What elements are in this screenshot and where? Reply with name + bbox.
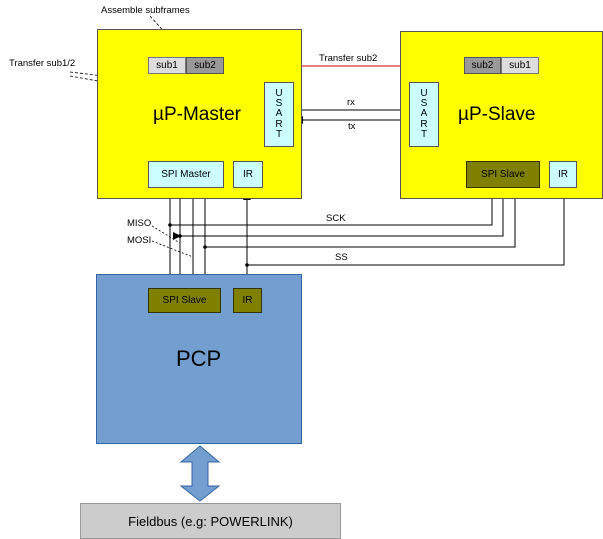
master-usart: U S A R T <box>264 82 294 147</box>
master-sub2: sub2 <box>186 57 224 74</box>
pcp-spi-slave: SPI Slave <box>148 288 221 313</box>
ss-label: SS <box>335 252 348 263</box>
tx-label: tx <box>348 121 356 132</box>
mosi-label: MOSI <box>127 235 152 246</box>
pcp-ir: IR <box>233 288 262 313</box>
assemble-label: Assemble subframes <box>101 5 190 16</box>
slave-sub2: sub2 <box>464 57 501 74</box>
slave-title: µP-Slave <box>458 104 536 125</box>
mosi-pointer <box>151 240 194 258</box>
mosi-wire <box>205 189 519 248</box>
master-sub1: sub1 <box>148 57 186 74</box>
transfer-sub2-label: Transfer sub2 <box>319 53 378 64</box>
slave-spi-slave: SPI Slave <box>466 161 540 188</box>
master-title: µP-Master <box>153 104 242 125</box>
pcp-fieldbus-double-arrow <box>179 445 221 502</box>
slave-usart: U S A R T <box>409 82 439 147</box>
spi-master: SPI Master <box>148 161 224 188</box>
sck-label: SCK <box>326 213 346 224</box>
miso-label: MISO <box>127 218 152 229</box>
pcp-title: PCP <box>176 346 222 371</box>
miso-wire <box>173 190 504 240</box>
miso-pointer <box>151 225 181 244</box>
sck-wire <box>170 189 496 226</box>
slave-ir: IR <box>549 161 577 188</box>
fieldbus-box: Fieldbus (e.g: POWERLINK) <box>80 503 341 539</box>
master-ir: IR <box>233 161 263 188</box>
transfer12-pointer-b <box>69 75 205 103</box>
ss-wire <box>247 189 568 266</box>
transfer12-label: Transfer sub1/2 <box>9 58 76 69</box>
slave-sub1: sub1 <box>501 57 539 74</box>
rx-label: rx <box>347 97 355 108</box>
